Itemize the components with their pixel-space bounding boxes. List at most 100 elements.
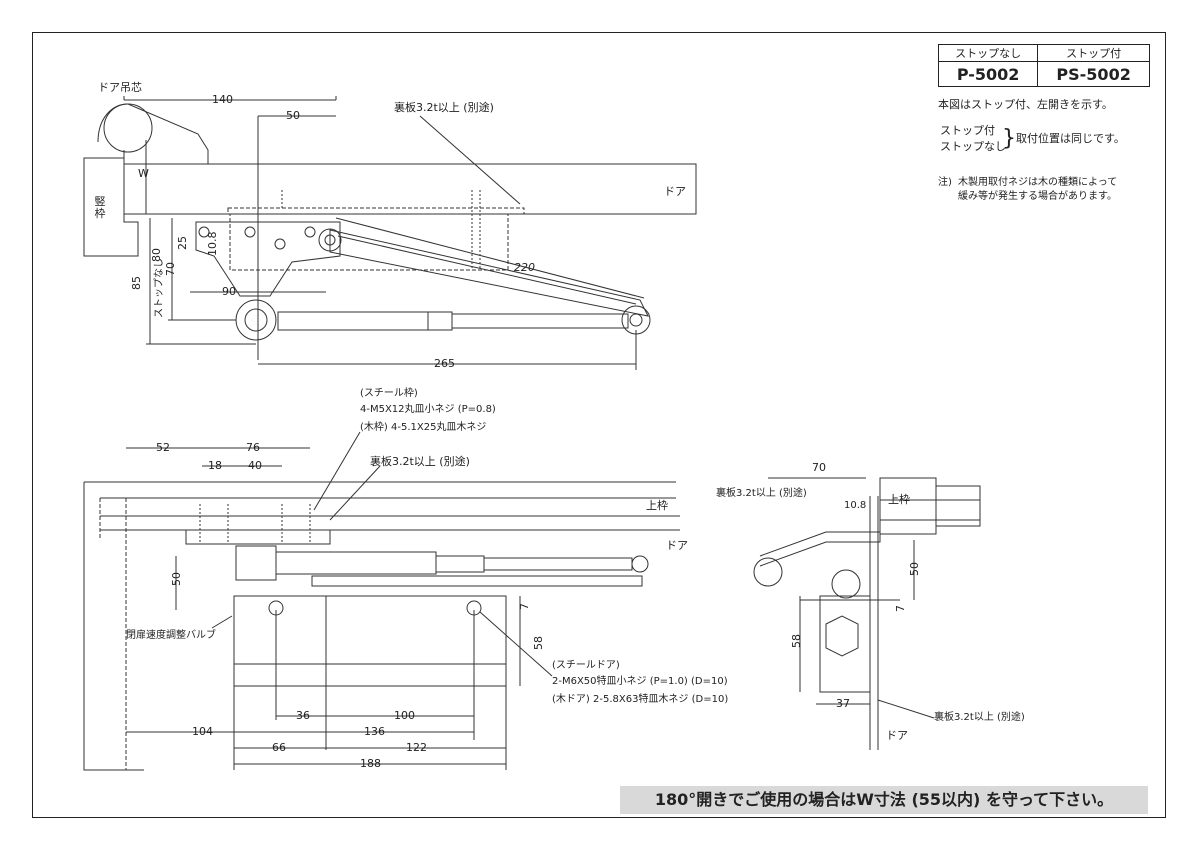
backplate-leader <box>877 699 935 719</box>
dim-188-label: 188 <box>360 757 381 770</box>
footer-warning: 180°開きでご使用の場合はW寸法 (55以内) を守って下さい。 <box>620 786 1148 814</box>
top-view-geometry <box>83 96 697 370</box>
dim-52-label: 52 <box>156 441 170 454</box>
side-spindle <box>831 569 861 599</box>
dim-136-label: 136 <box>364 725 385 738</box>
dim-50-side-label: 50 <box>908 562 921 576</box>
arm-nut <box>435 555 485 573</box>
label-backplate-side-top: 裏板3.2t以上 (別途) <box>716 488 807 499</box>
dim-10-8-side-label: 10.8 <box>844 500 867 511</box>
closer-base <box>233 663 507 687</box>
label-head-frame-side: 上枠 <box>888 493 910 506</box>
hidden-screws <box>281 190 481 270</box>
pivot-cover <box>97 103 209 165</box>
closer-spindle-inner <box>244 308 268 332</box>
mount-screws <box>199 504 311 544</box>
dim-104-label: 104 <box>192 725 213 738</box>
side-arm-joint <box>753 557 783 587</box>
dim-w-label: W <box>138 167 149 180</box>
dim-36-label: 36 <box>296 709 310 722</box>
closer-side <box>819 595 871 693</box>
side-dims <box>768 477 900 601</box>
frame-block <box>879 477 937 535</box>
dims-top <box>126 447 310 467</box>
screw-hole <box>274 238 286 250</box>
dim-50-label: 50 <box>286 109 300 122</box>
table-head-no-stop: ストップなし <box>937 44 1039 62</box>
label-door-top: ドア <box>664 185 686 198</box>
label-speed-valve: 閉扉速度調整バルブ <box>126 630 216 641</box>
forearm-front <box>483 557 633 571</box>
closer-cylinder <box>277 311 429 331</box>
label-backplate-front: 裏板3.2t以上 (別途) <box>370 455 470 468</box>
closer-body-hidden <box>229 213 509 271</box>
frame-hidden <box>99 498 127 770</box>
note-view: 本図はストップ付、左開きを示す。 <box>938 98 1113 111</box>
dim-80 <box>168 218 236 321</box>
dim-70-label: 70 <box>164 262 177 276</box>
label-steel-frame: (スチール枠) <box>360 388 418 399</box>
door-edge <box>869 496 879 750</box>
forearm-joint-inner <box>629 313 643 327</box>
label-door-pivot: ドア吊芯 <box>98 81 142 94</box>
main-arm-front <box>311 575 643 587</box>
label-door-front: ドア <box>666 539 688 552</box>
door-slab <box>123 163 697 215</box>
label-screw-wood-door: (木ドア) 2-5.8X63特皿木ネジ (D=10) <box>552 694 729 705</box>
brace-glyph: } <box>1002 126 1016 151</box>
label-screw-wood-frame: (木枠) 4-5.1X25丸皿木ネジ <box>360 422 487 433</box>
label-screw-steel-frame: 4-M5X12丸皿小ネジ (P=0.8) <box>360 404 496 415</box>
dim-18-label: 18 <box>208 459 222 472</box>
label-backplate-side-bottom: 裏板3.2t以上 (別途) <box>934 712 1025 723</box>
note-stop: ストップ付 <box>940 124 995 137</box>
screw-hole <box>198 226 210 238</box>
dim-37-label: 37 <box>836 697 850 710</box>
side-dims-2 <box>799 540 915 705</box>
frame-screw-leaders <box>313 431 381 521</box>
dim-7-front-label: 7 <box>518 603 531 610</box>
door-screw-leader <box>479 611 553 677</box>
model-no-stop: P-5002 <box>937 61 1039 87</box>
label-door-side: ドア <box>886 729 908 742</box>
head-frame <box>83 481 680 771</box>
jamb <box>83 157 139 257</box>
dim-50-front-label: 50 <box>170 572 183 586</box>
dim-122-label: 122 <box>406 741 427 754</box>
dim-76-label: 76 <box>246 441 260 454</box>
note-2: 緩み等が発生する場合があります。 <box>958 191 1117 202</box>
model-stop: PS-5002 <box>1037 61 1150 87</box>
closer-nut <box>427 311 453 331</box>
frame-block-side <box>935 485 981 527</box>
dim-265 <box>257 116 637 370</box>
label-head-frame: 上枠 <box>646 499 668 512</box>
dim-7-side-label: 7 <box>894 605 907 612</box>
dim-40-label: 40 <box>248 459 262 472</box>
dim-188 <box>233 600 507 770</box>
dim-10-8-top: 10.8 <box>206 231 219 257</box>
main-arm <box>329 229 649 317</box>
dim-58-side-label: 58 <box>790 634 803 648</box>
forearm-joint <box>621 305 651 335</box>
side-view-geometry <box>753 477 981 750</box>
dim-100-label: 100 <box>394 709 415 722</box>
mount-plate <box>185 529 331 545</box>
table-head-stop: ストップ付 <box>1037 44 1150 62</box>
label-screw-steel-door: 2-M6X50特皿小ネジ (P=1.0) (D=10) <box>552 676 728 687</box>
frame-lines <box>880 499 980 521</box>
dim-70-side-label: 70 <box>812 461 826 474</box>
leader-backplate <box>419 115 521 205</box>
valve-leader <box>211 615 233 629</box>
front-view-geometry <box>83 431 680 771</box>
dim-140-label: 140 <box>212 93 233 106</box>
arm-bracket <box>195 221 341 297</box>
forearm <box>451 313 629 329</box>
label-backplate-top: 裏板3.2t以上 (別途) <box>394 101 494 114</box>
arm-spindle <box>235 545 277 581</box>
screw-hole <box>304 226 316 238</box>
main-arm-line <box>337 235 637 305</box>
dim-85 <box>146 218 256 345</box>
note-same-position: 取付位置は同じです。 <box>1016 132 1125 145</box>
dim-85-label: 85 <box>130 276 143 290</box>
